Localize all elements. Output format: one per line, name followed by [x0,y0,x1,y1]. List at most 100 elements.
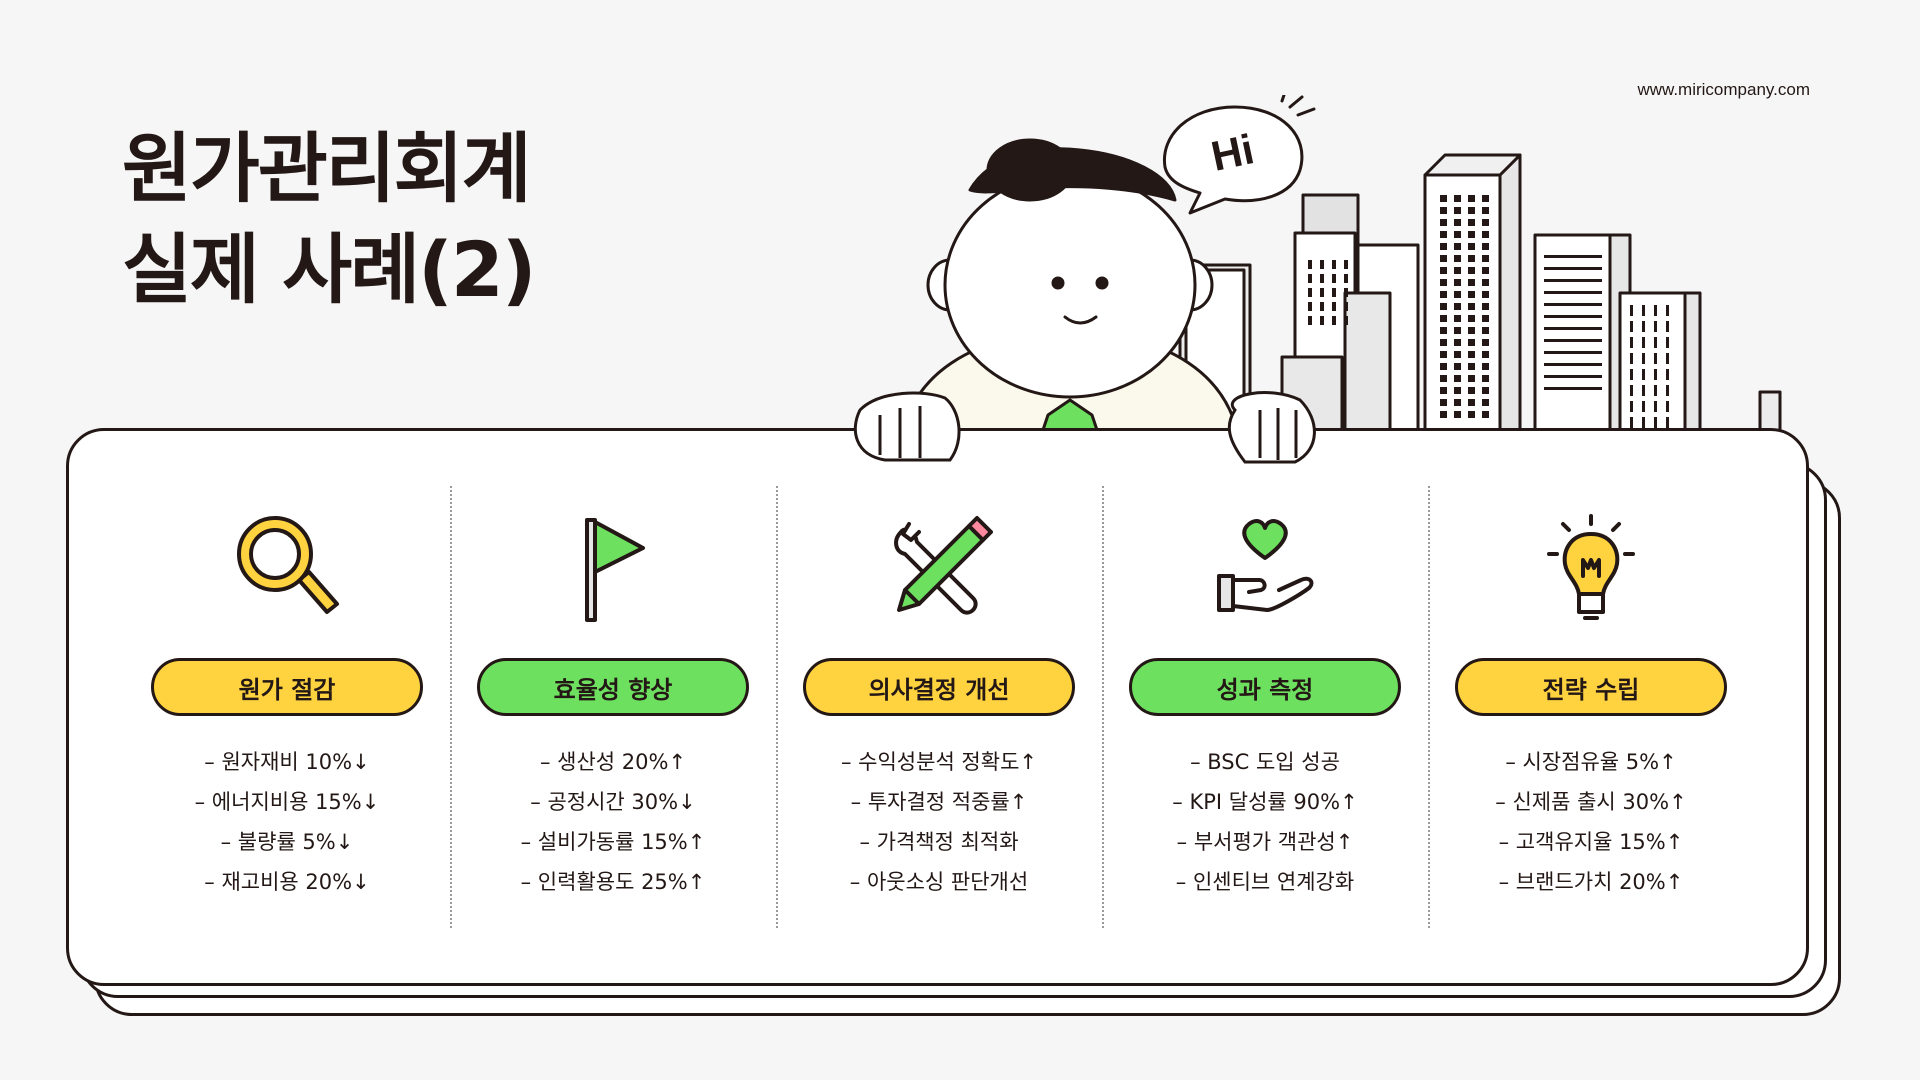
building-window [1332,274,1336,283]
building-window [1454,207,1461,214]
building-window [1320,316,1324,325]
speech-bubble-text: Hi [1207,125,1258,180]
list-item: – 시장점유율 5%↑ [1505,750,1677,774]
category-pill: 성과 측정 [1129,658,1401,716]
building-window [1630,321,1633,332]
list-item: – 수익성분석 정확도↑ [840,750,1037,774]
building-window [1544,375,1602,378]
column-divider [450,486,452,928]
column-divider [1102,486,1104,928]
list-item: – 인센티브 연계강화 [1175,870,1355,894]
building-window [1468,399,1475,406]
list-item: – 신제품 출시 30%↑ [1495,790,1687,814]
building-window [1482,243,1489,250]
building-window [1468,363,1475,370]
building-window [1654,321,1657,332]
building-window [1320,302,1324,311]
website-url[interactable]: www.miricompany.com [1637,80,1810,99]
building-window [1454,279,1461,286]
building-window [1454,303,1461,310]
building-window [1468,375,1475,382]
building-window [1468,339,1475,346]
category-pill: 원가 절감 [151,658,423,716]
building-window [1468,387,1475,394]
list-item: – 생산성 20%↑ [539,750,687,774]
building-window [1654,385,1657,396]
building-window [1468,255,1475,262]
building-window [1454,327,1461,334]
list-item: – 불량률 5%↓ [220,830,354,854]
building-window [1320,260,1324,269]
building-window [1454,399,1461,406]
building-window [1544,339,1602,342]
title-line-1: 원가관리회계 [122,124,532,213]
list-item: – BSC 도입 성공 [1190,750,1340,774]
building-window [1440,207,1447,214]
building-window [1544,255,1602,258]
building-window [1308,302,1312,311]
building-window [1332,288,1336,297]
column-strategy: 전략 수립 – 시장점유율 5%↑ – 신제품 출시 30%↑ – 고객유지율 … [1428,480,1754,930]
character-face [1051,276,1109,325]
building-window [1630,337,1633,348]
building-window [1482,195,1489,202]
building-window [1642,353,1645,364]
speech-bubble [1162,105,1304,215]
list-item: – 가격책정 최적화 [859,830,1019,854]
list-item: – 재고비용 20%↓ [204,870,370,894]
list-item: – 설비가동률 15%↑ [520,830,706,854]
building-window [1482,363,1489,370]
building-window [1454,363,1461,370]
building-windows [1308,195,1669,428]
building-window [1666,305,1669,316]
building-window [1332,302,1336,311]
building-window [1440,339,1447,346]
building-window [1654,401,1657,412]
building-window [1630,385,1633,396]
building-window [1642,417,1645,428]
building-window [1654,353,1657,364]
column-efficiency: 효율성 향상 – 생산성 20%↑ – 공정시간 30%↓ – 설비가동률 15… [450,480,776,930]
building-window [1454,195,1461,202]
building-window [1482,303,1489,310]
list-item: – 에너지비용 15%↓ [194,790,380,814]
building-window [1482,291,1489,298]
building-window [1344,302,1348,311]
building-window [1482,375,1489,382]
magnifier-icon [237,516,339,614]
list-item: – 고객유지율 15%↑ [1498,830,1684,854]
building-window [1440,255,1447,262]
building-window [1440,243,1447,250]
building-window [1642,337,1645,348]
building-window [1642,385,1645,396]
building-window [1344,316,1348,325]
category-pill: 효율성 향상 [477,658,749,716]
building-window [1544,315,1602,318]
building-window [1308,260,1312,269]
building-window [1308,274,1312,283]
column-decision-making: 의사결정 개선 – 수익성분석 정확도↑ – 투자결정 적중률↑ – 가격책정 … [776,480,1102,930]
building-window [1666,353,1669,364]
list-item: – 브랜드가치 20%↑ [1498,870,1684,894]
building-window [1544,327,1602,330]
building-window [1440,291,1447,298]
building-window [1440,315,1447,322]
building-window [1544,303,1602,306]
character-hands [853,391,1316,464]
building-window [1454,375,1461,382]
building-window [1544,363,1602,366]
building-window [1440,363,1447,370]
building-window [1544,279,1602,282]
building-window [1482,255,1489,262]
building-window [1440,231,1447,238]
title-line-2: 실제 사례(2) [122,225,536,314]
building-window [1344,260,1348,269]
building-window [1454,243,1461,250]
building-window [1468,243,1475,250]
building-window [1544,351,1602,354]
building-window [1544,387,1602,390]
column-performance: 성과 측정 – BSC 도입 성공 – KPI 달성률 90%↑ – 부서평가 … [1102,480,1428,930]
building-window [1654,369,1657,380]
building-window [1482,315,1489,322]
building-window [1630,401,1633,412]
